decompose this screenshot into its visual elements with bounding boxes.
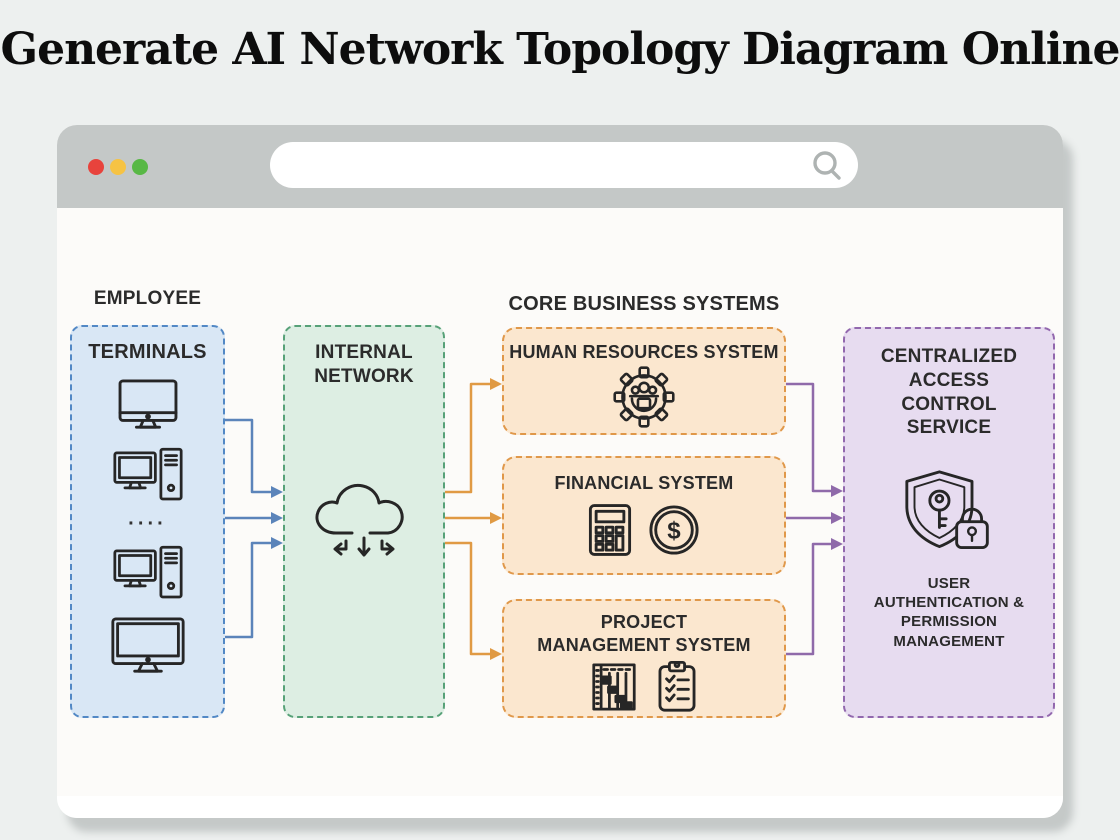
close-window-button[interactable] — [88, 159, 104, 175]
page-title: Generate AI Network Topology Diagram Onl… — [0, 24, 1120, 75]
zoom-window-button[interactable] — [132, 159, 148, 175]
magnifier-icon — [813, 151, 841, 180]
window-footer — [57, 796, 1063, 818]
search-input[interactable] — [292, 142, 806, 190]
browser-window — [57, 125, 1063, 818]
browser-search-bar[interactable] — [270, 142, 858, 190]
minimize-window-button[interactable] — [110, 159, 126, 175]
traffic-lights — [88, 159, 148, 175]
browser-topbar — [57, 125, 1063, 208]
